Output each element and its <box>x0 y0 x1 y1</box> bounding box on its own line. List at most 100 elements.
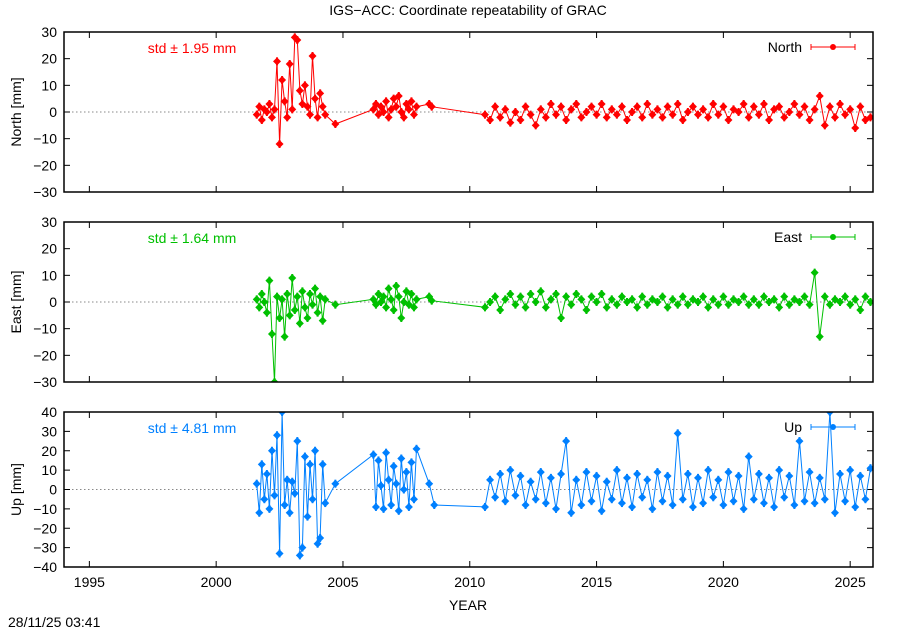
data-point <box>841 497 850 506</box>
data-point <box>275 140 284 148</box>
data-point <box>496 113 505 122</box>
x-axis-label: YEAR <box>449 597 487 613</box>
data-point <box>501 295 510 304</box>
data-point <box>557 470 566 478</box>
data-point <box>724 116 733 124</box>
data-point <box>491 102 500 111</box>
data-point <box>252 479 261 488</box>
data-point <box>780 493 789 502</box>
plot-frame <box>63 411 874 568</box>
data-point <box>295 86 304 95</box>
data-point <box>316 533 325 542</box>
data-point <box>392 282 401 290</box>
data-point <box>311 284 320 293</box>
data-point <box>536 468 545 477</box>
data-point <box>836 470 845 478</box>
data-point <box>521 102 530 111</box>
data-point <box>551 110 560 119</box>
data-point <box>846 300 855 309</box>
data-point <box>653 298 662 306</box>
data-point <box>252 110 261 119</box>
series-line <box>256 272 871 382</box>
data-point <box>643 475 652 484</box>
data-point <box>392 102 401 111</box>
data-point <box>572 100 581 108</box>
data-point <box>805 468 814 477</box>
data-point <box>541 303 550 312</box>
data-point <box>399 485 408 494</box>
data-point <box>387 501 396 509</box>
data-point <box>331 479 340 488</box>
data-point <box>546 295 555 304</box>
data-point <box>275 314 284 322</box>
data-point <box>749 495 758 504</box>
data-point <box>267 330 276 338</box>
y-tick-label: 10 <box>41 462 57 478</box>
data-point <box>567 105 576 114</box>
data-point <box>303 314 312 322</box>
y-tick-label: 40 <box>41 404 57 420</box>
data-point <box>800 497 809 506</box>
legend-symbol <box>810 424 856 430</box>
data-point <box>704 113 713 122</box>
data-point <box>267 113 276 122</box>
data-point <box>313 308 322 317</box>
y-tick-label: −10 <box>33 501 57 517</box>
data-point <box>262 308 271 317</box>
data-point <box>714 300 723 309</box>
data-point <box>526 477 535 486</box>
data-point <box>759 292 768 301</box>
data-point <box>668 295 677 304</box>
data-point <box>673 429 682 438</box>
data-point <box>724 300 733 309</box>
data-point <box>597 100 606 108</box>
data-point <box>303 102 312 111</box>
data-point <box>587 102 596 111</box>
data-point <box>785 471 794 480</box>
data-point <box>749 102 758 111</box>
data-point <box>805 300 814 309</box>
data-point <box>308 300 317 309</box>
data-point <box>273 57 282 66</box>
data-point <box>501 105 510 114</box>
data-point <box>321 110 330 119</box>
data-point <box>308 52 317 60</box>
data-point <box>557 102 566 111</box>
data-point <box>836 298 845 306</box>
data-point <box>382 303 391 312</box>
data-point <box>572 475 581 484</box>
x-tick-label: 1995 <box>74 574 105 590</box>
data-point <box>699 499 708 508</box>
data-point <box>810 499 819 508</box>
data-point <box>531 298 540 306</box>
data-point <box>536 105 545 114</box>
data-point <box>612 110 621 119</box>
data-point <box>683 300 692 309</box>
data-point <box>668 501 677 509</box>
data-point <box>394 92 403 100</box>
data-point <box>653 105 662 114</box>
data-point <box>516 292 525 301</box>
data-point <box>265 504 274 513</box>
data-point <box>846 466 855 475</box>
data-point <box>617 292 626 301</box>
y-tick-label: 10 <box>41 77 57 93</box>
data-point <box>321 295 330 304</box>
y-tick-label: 30 <box>41 423 57 439</box>
data-point <box>754 300 763 309</box>
data-point <box>775 303 784 312</box>
x-tick-label: 2015 <box>581 574 612 590</box>
data-point <box>851 502 860 511</box>
data-point <box>704 466 713 475</box>
data-point <box>694 110 703 119</box>
data-point <box>551 290 560 298</box>
data-point <box>491 292 500 301</box>
data-point <box>582 306 591 314</box>
plot-frame <box>63 31 874 193</box>
data-point <box>577 501 586 509</box>
data-point <box>582 108 591 116</box>
data-point <box>255 508 264 517</box>
y-tick-label: −10 <box>33 131 57 147</box>
data-point <box>397 314 406 322</box>
